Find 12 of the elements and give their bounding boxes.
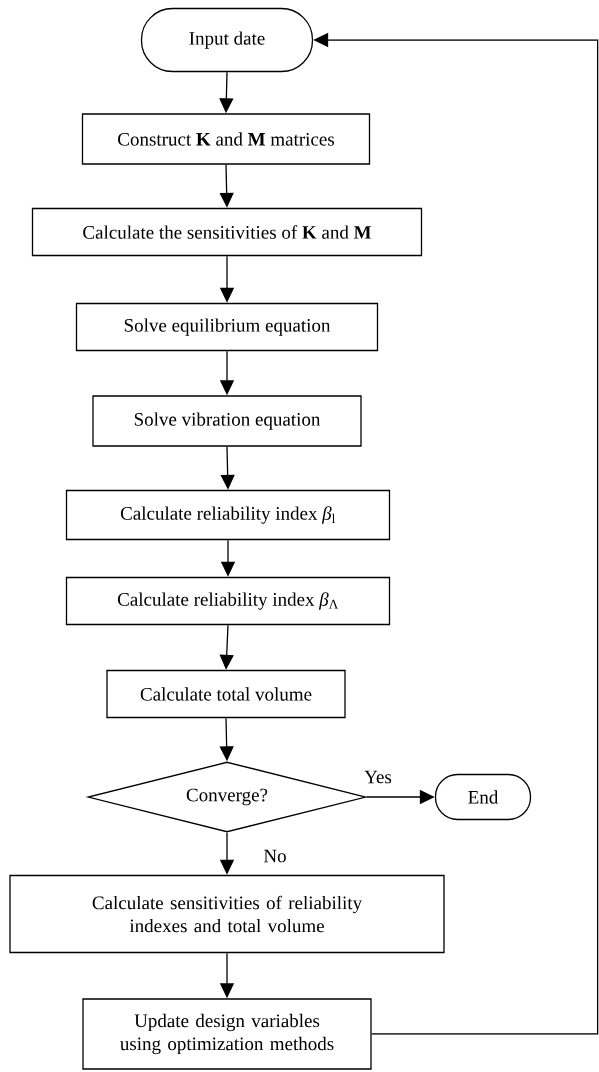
process-box: Solve vibration equation bbox=[92, 395, 362, 447]
process-box: Calculate sensitivities of reliability indexes and total volume bbox=[9, 874, 445, 954]
process-box: Calculate the sensitivities of K and M bbox=[31, 207, 423, 257]
process-box: Calculate reliability index β$_{Λ}$ bbox=[65, 576, 391, 626]
process-box: Calculate reliability index β$_{l}$ bbox=[65, 489, 391, 541]
terminal-box: Input date bbox=[140, 7, 314, 73]
process-box: Solve equilibrium equation bbox=[75, 302, 379, 352]
process-box: Construct K and M matrices bbox=[81, 113, 371, 165]
process-box: Calculate total volume bbox=[106, 669, 346, 719]
process-box: Update design variables using optimization methods bbox=[82, 998, 372, 1070]
edge-label: No bbox=[262, 848, 288, 864]
terminal-box: End bbox=[434, 773, 532, 821]
